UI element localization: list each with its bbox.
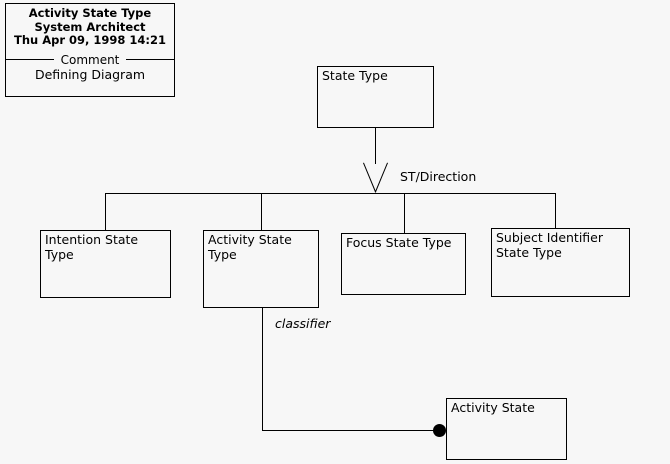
generalization-stem	[375, 128, 376, 164]
association-segment-horizontal	[262, 430, 441, 431]
generalization-bus-line	[105, 193, 556, 194]
class-node-label: State Type	[322, 68, 388, 83]
class-node-activity-state[interactable]: Activity State	[446, 398, 567, 460]
title-line-author: System Architect	[34, 19, 146, 34]
class-node-label: Intention State Type	[45, 232, 139, 262]
class-node-intention-state-type[interactable]: Intention State Type	[40, 230, 171, 298]
title-line-timestamp: Thu Apr 09, 1998 14:21	[13, 33, 167, 47]
association-segment-vertical	[262, 308, 263, 431]
generalization-branch-intention	[105, 193, 106, 231]
generalization-branch-subject	[555, 193, 556, 229]
generalization-triangle-icon	[363, 164, 387, 193]
class-node-label: Focus State Type	[346, 235, 452, 250]
generalization-label: ST/Direction	[400, 169, 477, 184]
association-label: classifier	[275, 316, 331, 331]
class-node-label: Activity State Type	[208, 232, 292, 262]
class-node-focus-state-type[interactable]: Focus State Type	[341, 233, 466, 295]
divider-rule-right	[126, 58, 174, 60]
class-node-label: Activity State	[451, 400, 535, 415]
comment-text: Defining Diagram	[34, 66, 146, 82]
comment-section-label: Comment	[56, 52, 124, 68]
class-node-label: Subject Identifier State Type	[496, 230, 604, 260]
comment-section-divider: Comment	[6, 51, 174, 68]
title-line-subject: Activity State Type	[28, 6, 152, 20]
association-filled-circle-icon	[433, 424, 446, 437]
class-node-subject-identifier-state-type[interactable]: Subject Identifier State Type	[491, 228, 630, 297]
class-node-activity-state-type[interactable]: Activity State Type	[203, 230, 319, 308]
divider-rule-left	[6, 58, 54, 60]
generalization-branch-focus	[404, 193, 405, 234]
class-node-state-type[interactable]: State Type	[317, 66, 434, 128]
generalization-branch-activity	[261, 193, 262, 231]
title-block: Activity State Type System Architect Thu…	[5, 3, 175, 97]
